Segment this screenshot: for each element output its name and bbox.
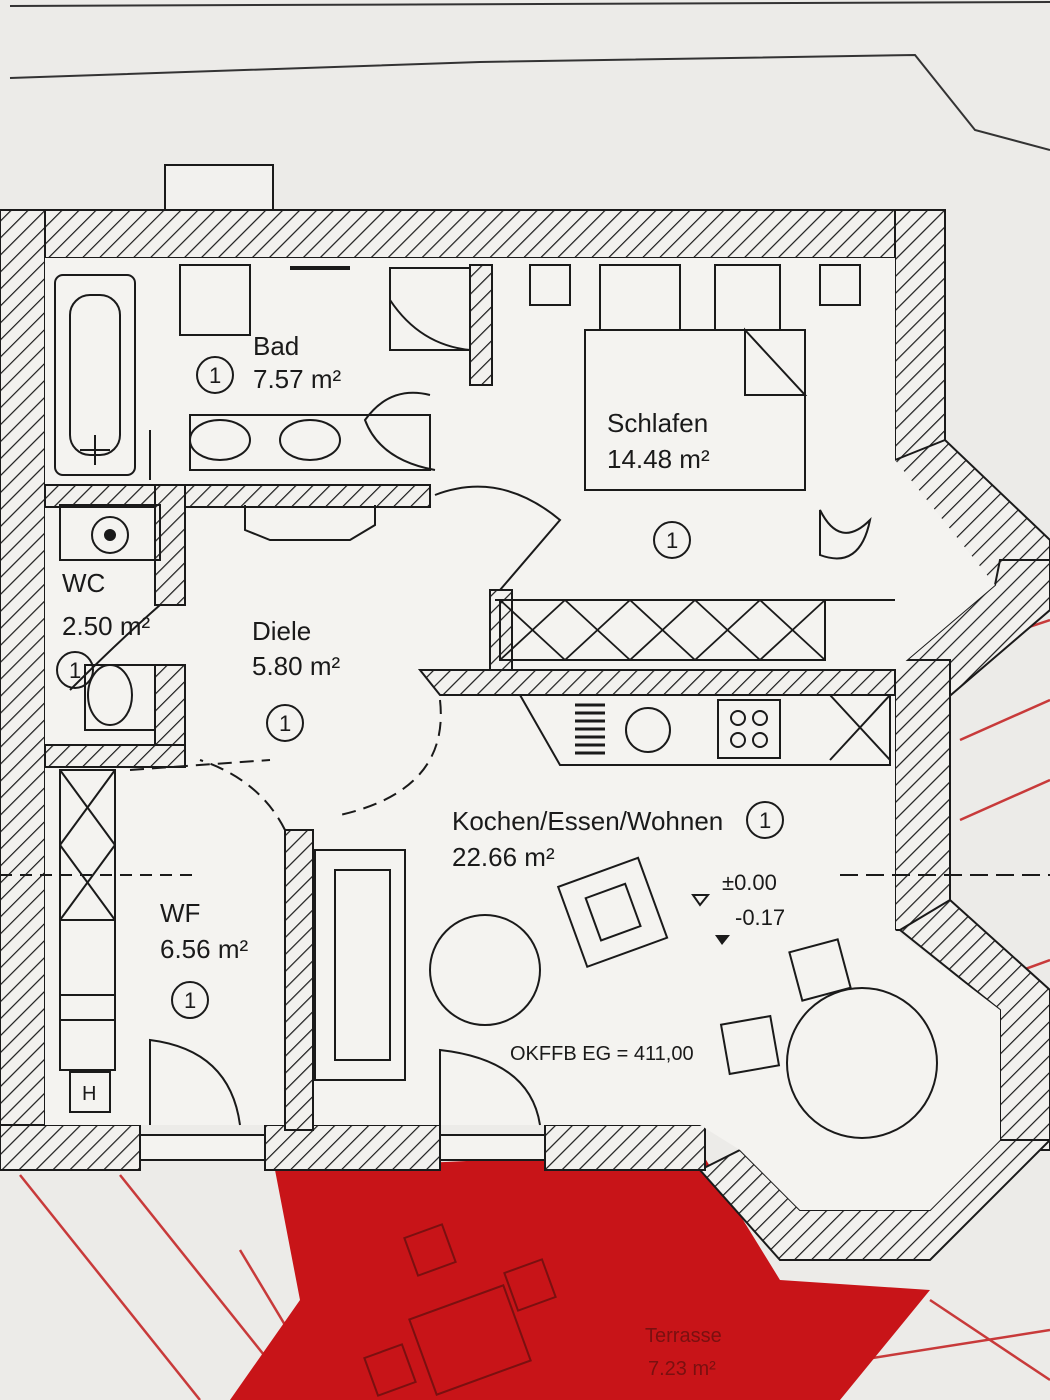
heating-marker: H — [82, 1083, 96, 1105]
wf-name: WF — [160, 898, 200, 928]
schlafen-number: 1 — [666, 528, 678, 553]
wc-name: WC — [62, 568, 105, 598]
level-lower: -0.17 — [735, 905, 785, 930]
floor-interior — [45, 258, 1000, 1210]
level-triangles — [691, 894, 730, 945]
utility-shelves — [59, 769, 116, 1113]
living-furniture — [0, 849, 1050, 1139]
terrace-furniture — [363, 1223, 557, 1397]
terrasse-name: Terrasse — [645, 1325, 722, 1347]
okffb-level: OKFFB EG = 411,00 — [510, 1043, 694, 1065]
kitchen-counter — [518, 694, 891, 766]
room-number-circles — [56, 356, 784, 1019]
wc-fixtures — [59, 504, 161, 731]
kochen-name: Kochen/Essen/Wohnen — [452, 806, 723, 836]
chimney — [164, 164, 274, 211]
terrasse-area: 7.23 m² — [648, 1358, 716, 1380]
outer-walls — [0, 209, 1050, 1261]
diele-area: 5.80 m² — [252, 651, 340, 681]
door-swings — [129, 391, 562, 1126]
bad-name: Bad — [253, 331, 299, 361]
wf-area: 6.56 m² — [160, 934, 248, 964]
bedroom-furniture — [495, 264, 895, 661]
schlafen-area: 14.48 m² — [607, 444, 710, 474]
wc-number: 1 — [69, 658, 81, 683]
bad-number: 1 — [209, 363, 221, 388]
kochen-number: 1 — [759, 808, 771, 833]
level-upper: ±0.00 — [722, 870, 777, 895]
bathroom-fixtures — [54, 264, 471, 541]
room-labels: Bad 7.57 m² 1 Schlafen 14.48 m² 1 WC 2.5… — [62, 331, 785, 1380]
diele-number: 1 — [279, 711, 291, 736]
wf-number: 1 — [184, 988, 196, 1013]
kochen-area: 22.66 m² — [452, 842, 555, 872]
diele-name: Diele — [252, 616, 311, 646]
bad-area: 7.57 m² — [253, 364, 341, 394]
wc-area: 2.50 m² — [62, 611, 150, 641]
site-boundary-lines — [9, 1, 1050, 151]
schlafen-name: Schlafen — [607, 408, 708, 438]
terrace-area — [230, 1150, 930, 1400]
